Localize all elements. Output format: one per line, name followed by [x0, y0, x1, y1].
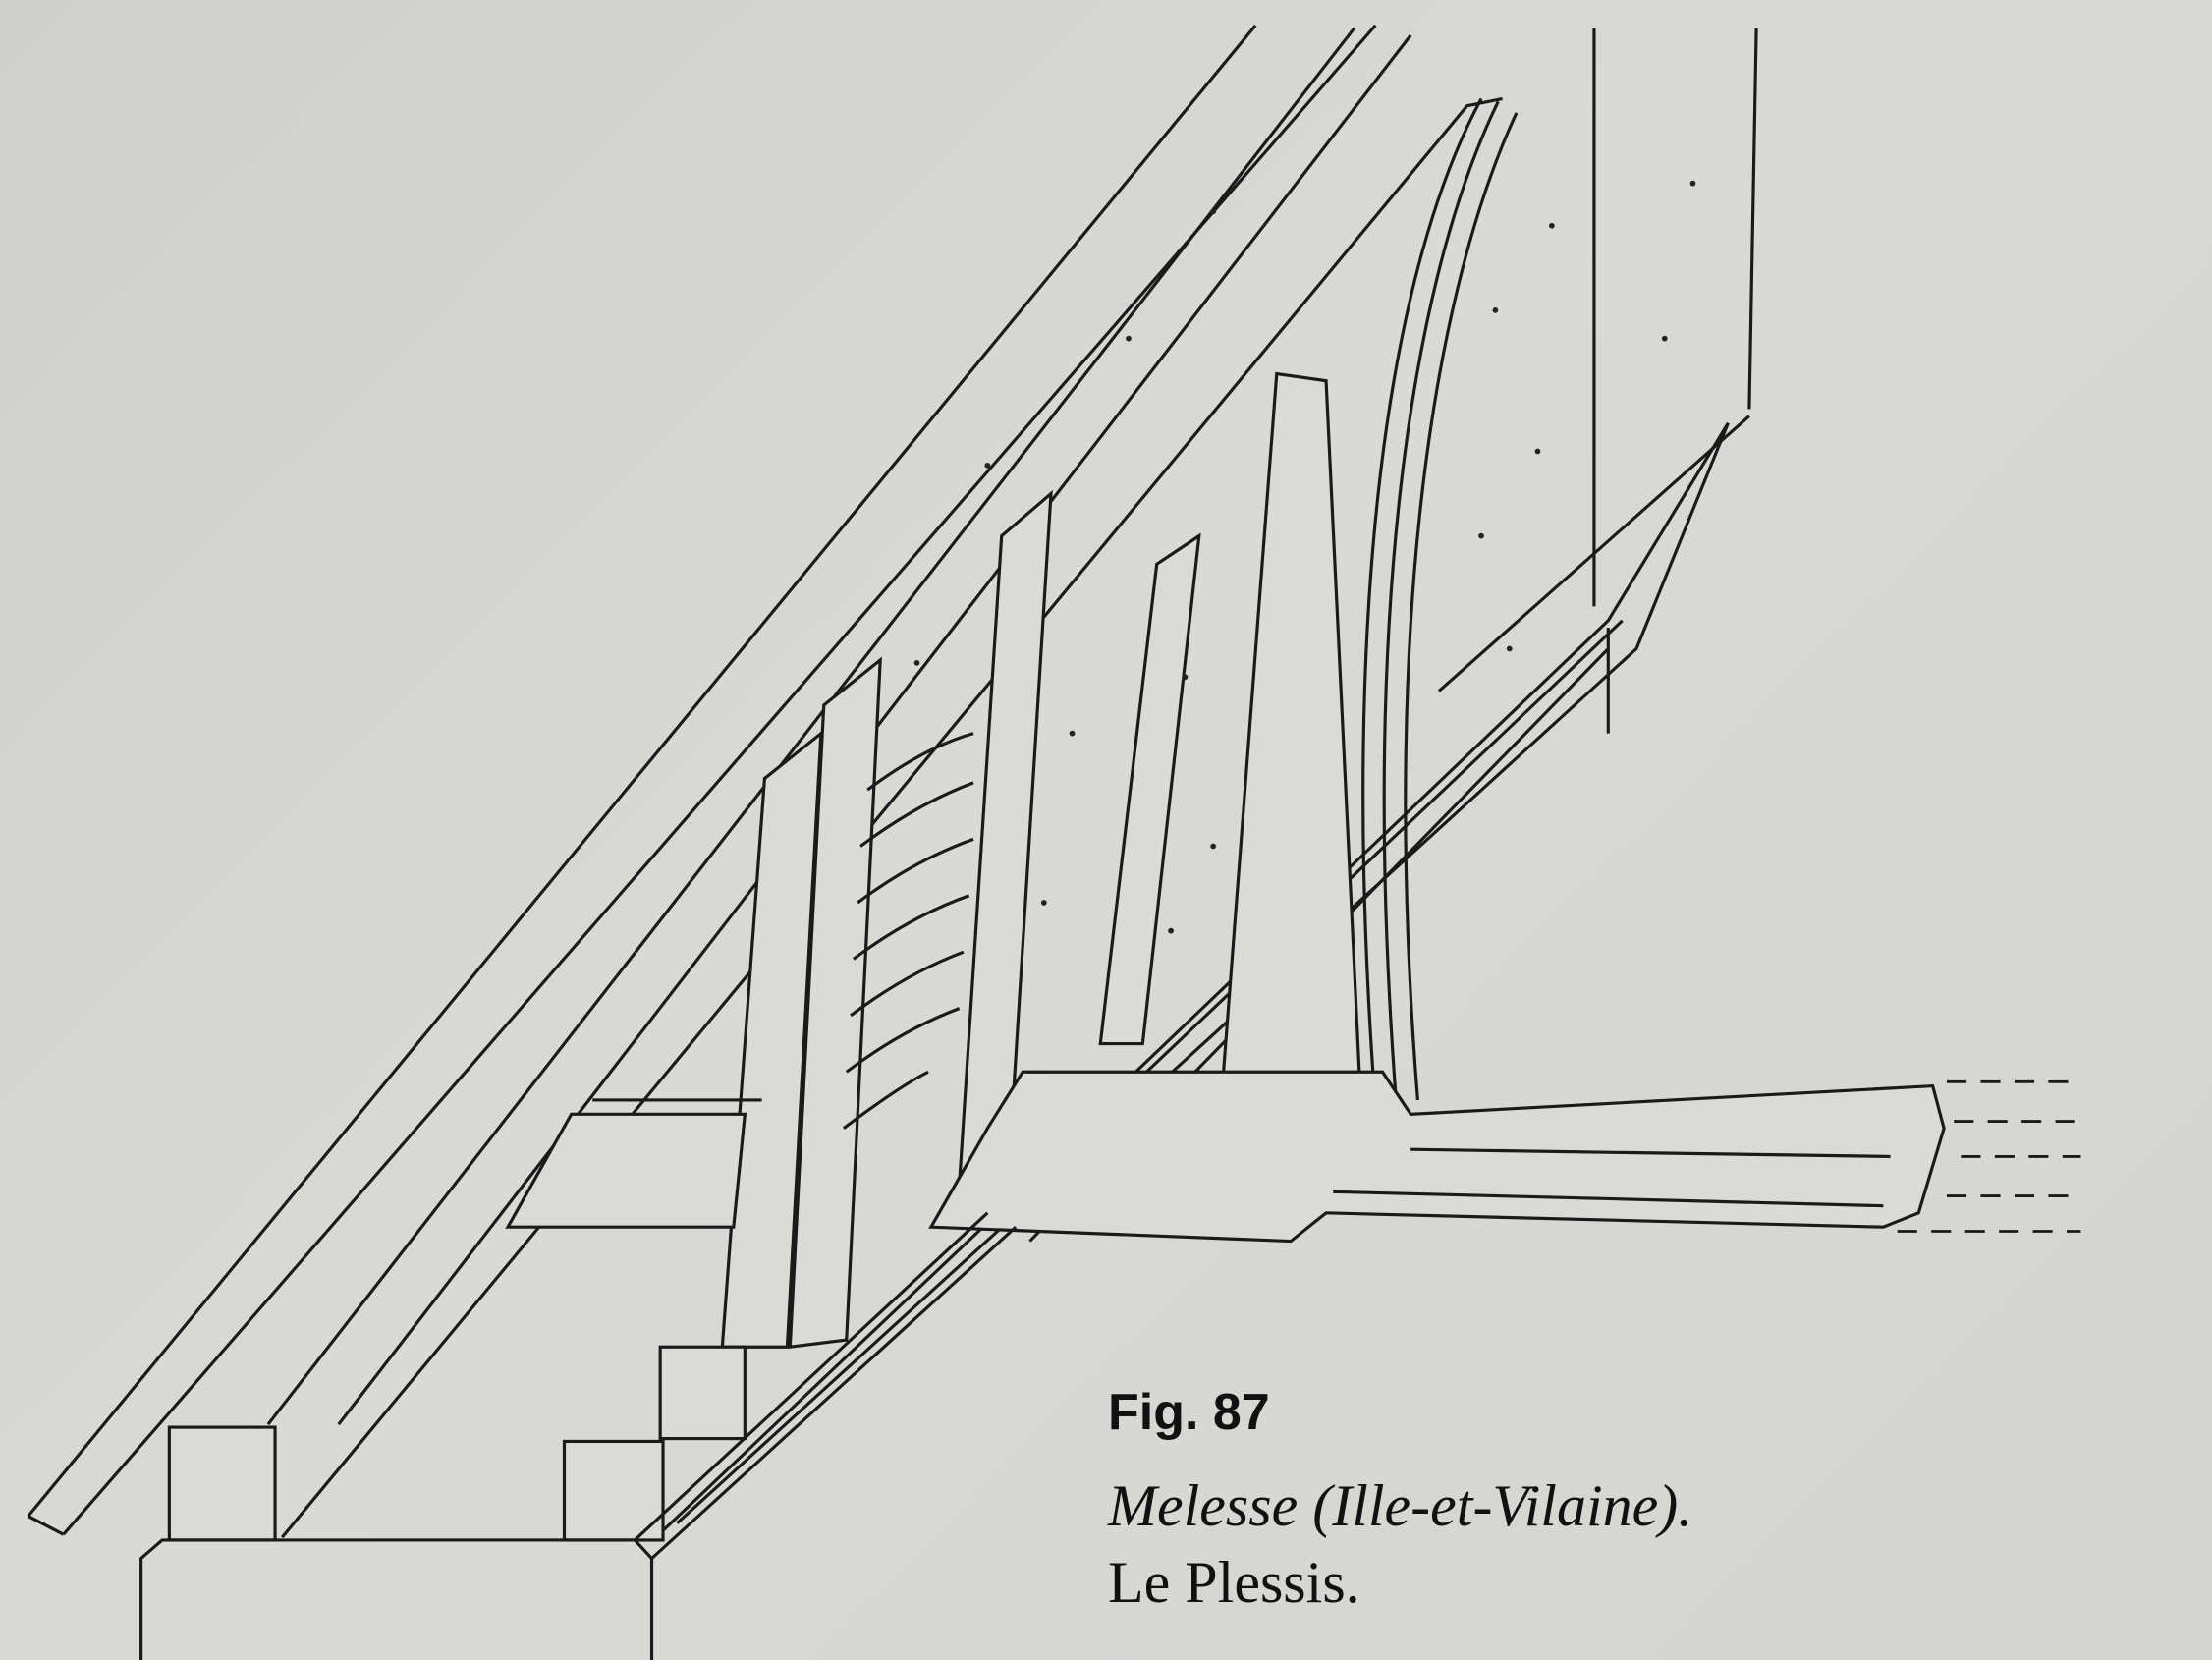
figure-place: Melesse (Ille-et-Vilaine). [1108, 1473, 1693, 1538]
roof-rafter [27, 24, 1412, 1536]
figure-caption: Fig. 87 Melesse (Ille-et-Vilaine). Le Pl… [1108, 1387, 1692, 1621]
plaster-stipple [913, 180, 1696, 934]
wall-posts [720, 371, 1363, 1350]
sill-beam [139, 1211, 1018, 1660]
right-panel [1437, 28, 1758, 734]
joist-ends [167, 1345, 747, 1542]
figure-number: Fig. 87 [1108, 1384, 1270, 1441]
cross-beam [505, 1098, 762, 1229]
figure-site: Le Plessis. [1108, 1550, 1360, 1615]
wattle-infill [842, 732, 974, 1130]
tie-beam [928, 1070, 2081, 1244]
curved-brace [1361, 97, 1519, 1108]
